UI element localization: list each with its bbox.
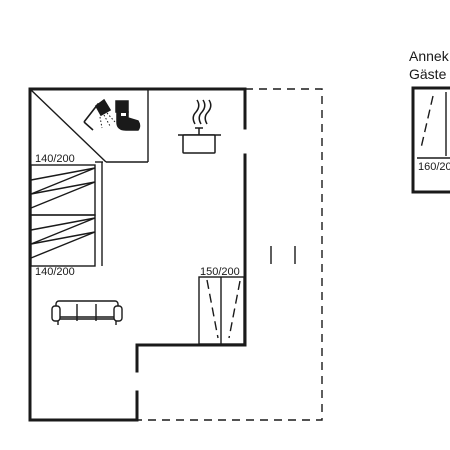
kitchen-pot-icon bbox=[178, 99, 221, 154]
sofa-icon bbox=[51, 300, 123, 325]
bed-upper bbox=[30, 161, 103, 216]
bathroom-walls bbox=[29, 88, 149, 163]
wall-left-top bbox=[28, 87, 247, 422]
bed-upper-label: 140/200 bbox=[35, 153, 75, 165]
terrace-outline bbox=[137, 88, 323, 421]
annex-building bbox=[411, 86, 450, 194]
terrace-marks bbox=[270, 246, 296, 264]
bed-side bbox=[198, 276, 245, 345]
annex-label: Annek Gäste bbox=[409, 47, 449, 83]
bed-annex-label: 160/20 bbox=[418, 161, 450, 173]
toilet-icon bbox=[115, 100, 141, 131]
bed-lower-label: 140/200 bbox=[35, 266, 75, 278]
shower-icon bbox=[83, 98, 116, 131]
bed-lower bbox=[30, 214, 103, 267]
bed-side-label: 150/200 bbox=[200, 266, 240, 278]
annex-label-line2: Gäste bbox=[409, 66, 447, 82]
wall-right-lower bbox=[135, 153, 247, 373]
annex-label-line1: Annek bbox=[409, 48, 449, 64]
wall-bottom bbox=[28, 390, 139, 422]
